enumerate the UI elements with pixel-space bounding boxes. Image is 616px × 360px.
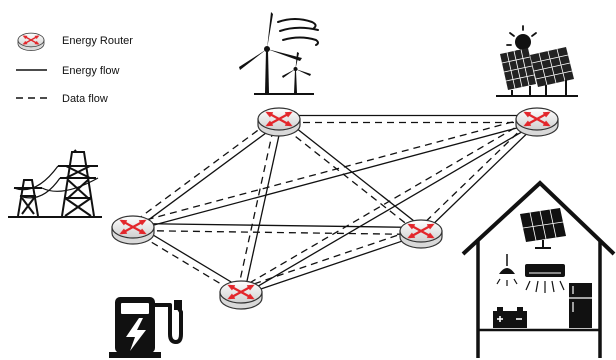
energy-flow-link-R2-R3 <box>133 121 539 232</box>
data-flow-link-R2-R4 <box>418 116 536 229</box>
smart-home-icon <box>461 180 616 358</box>
data-flow-link-R2-R3 <box>131 114 537 225</box>
legend-label-router: Energy Router <box>62 35 133 47</box>
data-flow-link-R3-R5 <box>130 229 240 296</box>
solar-panel-icon <box>496 25 578 97</box>
ev-charger-icon <box>109 297 183 358</box>
legend: Energy Router Energy flow Data flow <box>16 32 133 105</box>
router-solar <box>514 106 560 138</box>
data-flow-link-R1-R3 <box>130 115 278 225</box>
wind-turbine-icon <box>239 12 319 95</box>
legend-item-energy-flow: Energy flow <box>16 65 120 77</box>
data-flow-link-R2-R5 <box>238 115 536 290</box>
legend-item-data-flow: Data flow <box>16 93 108 105</box>
legend-label-data-flow: Data flow <box>62 93 108 105</box>
energy-flow-link-R2-R5 <box>242 121 540 296</box>
transmission-tower-icon <box>8 149 102 218</box>
router-nodes <box>110 106 560 311</box>
router-ev <box>218 279 264 311</box>
legend-item-energy-router: Energy Router <box>17 32 133 52</box>
energy-flow-link-R2-R4 <box>422 121 540 234</box>
router-legend-icon <box>17 32 45 52</box>
data-flow-link-R1-R5 <box>236 118 277 292</box>
data-flow-link-R1-R4 <box>276 121 420 235</box>
data-flow-link-R4-R5 <box>239 227 421 290</box>
data-flow-link-R3-R4 <box>132 229 421 236</box>
energy-flow-link-R1-R3 <box>134 121 282 231</box>
router-wind <box>256 106 302 138</box>
energy-flow-link-R1-R5 <box>243 119 284 293</box>
energy-flow-link-R3-R4 <box>133 222 422 229</box>
router-grid <box>110 214 156 246</box>
legend-label-energy-flow: Energy flow <box>62 65 120 77</box>
router-home <box>398 218 444 250</box>
network-links <box>130 114 540 296</box>
energy-flow-link-R4-R5 <box>241 233 423 296</box>
